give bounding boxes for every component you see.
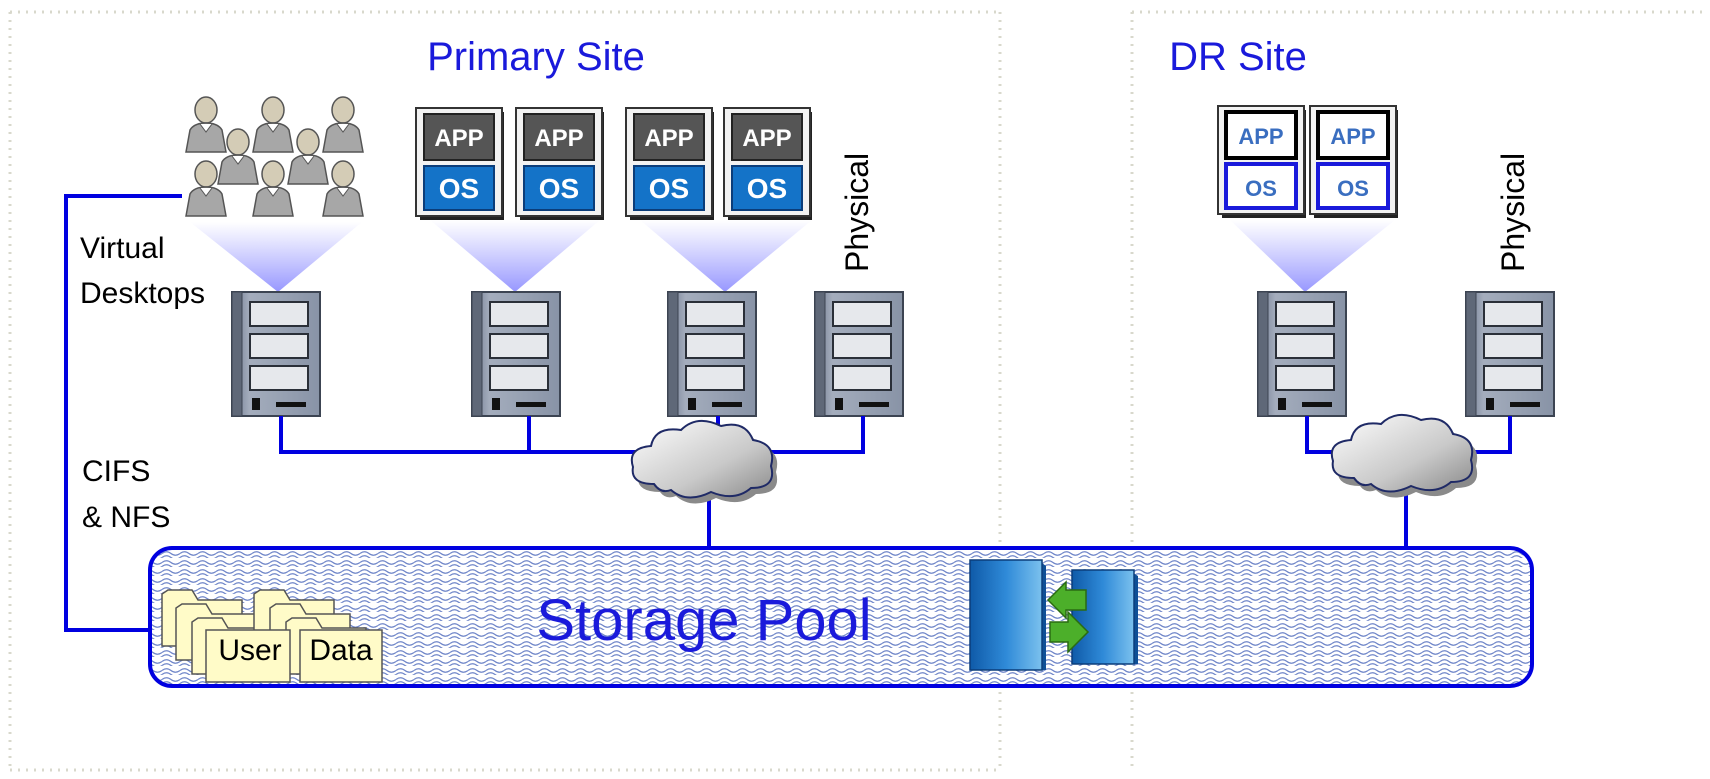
server-icon [471,291,561,417]
server-icon [667,291,757,417]
os-label: OS [649,173,689,204]
site-borders [8,10,1705,772]
cloud-icon [1330,413,1479,499]
nfs-label: & NFS [82,501,170,534]
os-label: OS [539,173,579,204]
storage-pool: Storage Pool [148,546,1534,688]
app-label: APP [1238,124,1283,149]
vm-stack-icon: APP OS [515,107,604,220]
os-label: OS [1245,176,1277,201]
users-icon [185,96,364,217]
primary-site-title: Primary Site [427,35,645,79]
folder-icon: User Data [161,589,383,683]
vm-group-primary: APP OS APP OS APP OS APP OS [415,107,812,220]
os-label: OS [1337,176,1369,201]
storage-pool-label: Storage Pool [536,588,871,653]
physical-label-primary: Physical [839,153,875,272]
folder-data-label: Data [309,634,373,667]
os-label: OS [439,173,479,204]
app-label: APP [1330,124,1375,149]
virtual-desktops-label: Virtual [80,232,165,265]
beams [190,220,1395,292]
app-label: APP [644,125,693,152]
dr-site-title: DR Site [1169,35,1307,79]
os-label: OS [747,173,787,204]
vm-stack-icon: APP OS [1309,105,1398,218]
virtual-desktops-label-2: Desktops [80,277,205,310]
physical-label-dr: Physical [1495,153,1531,272]
vm-stack-icon: APP OS [415,107,504,220]
server-icon [231,291,321,417]
vm-stack-icon: APP OS [1217,105,1306,218]
folder-user-label: User [218,634,281,667]
cifs-label: CIFS [82,455,150,488]
replication-icon [969,559,1138,671]
vm-stack-icon: APP OS [723,107,812,220]
server-icon [814,291,904,417]
server-icon [1465,291,1555,417]
vm-group-dr: APP OS APP OS [1217,105,1398,218]
vm-stack-icon: APP OS [625,107,714,220]
app-label: APP [534,125,583,152]
app-label: APP [434,125,483,152]
app-label: APP [742,125,791,152]
cloud-icon [630,419,779,505]
server-icon [1257,291,1347,417]
